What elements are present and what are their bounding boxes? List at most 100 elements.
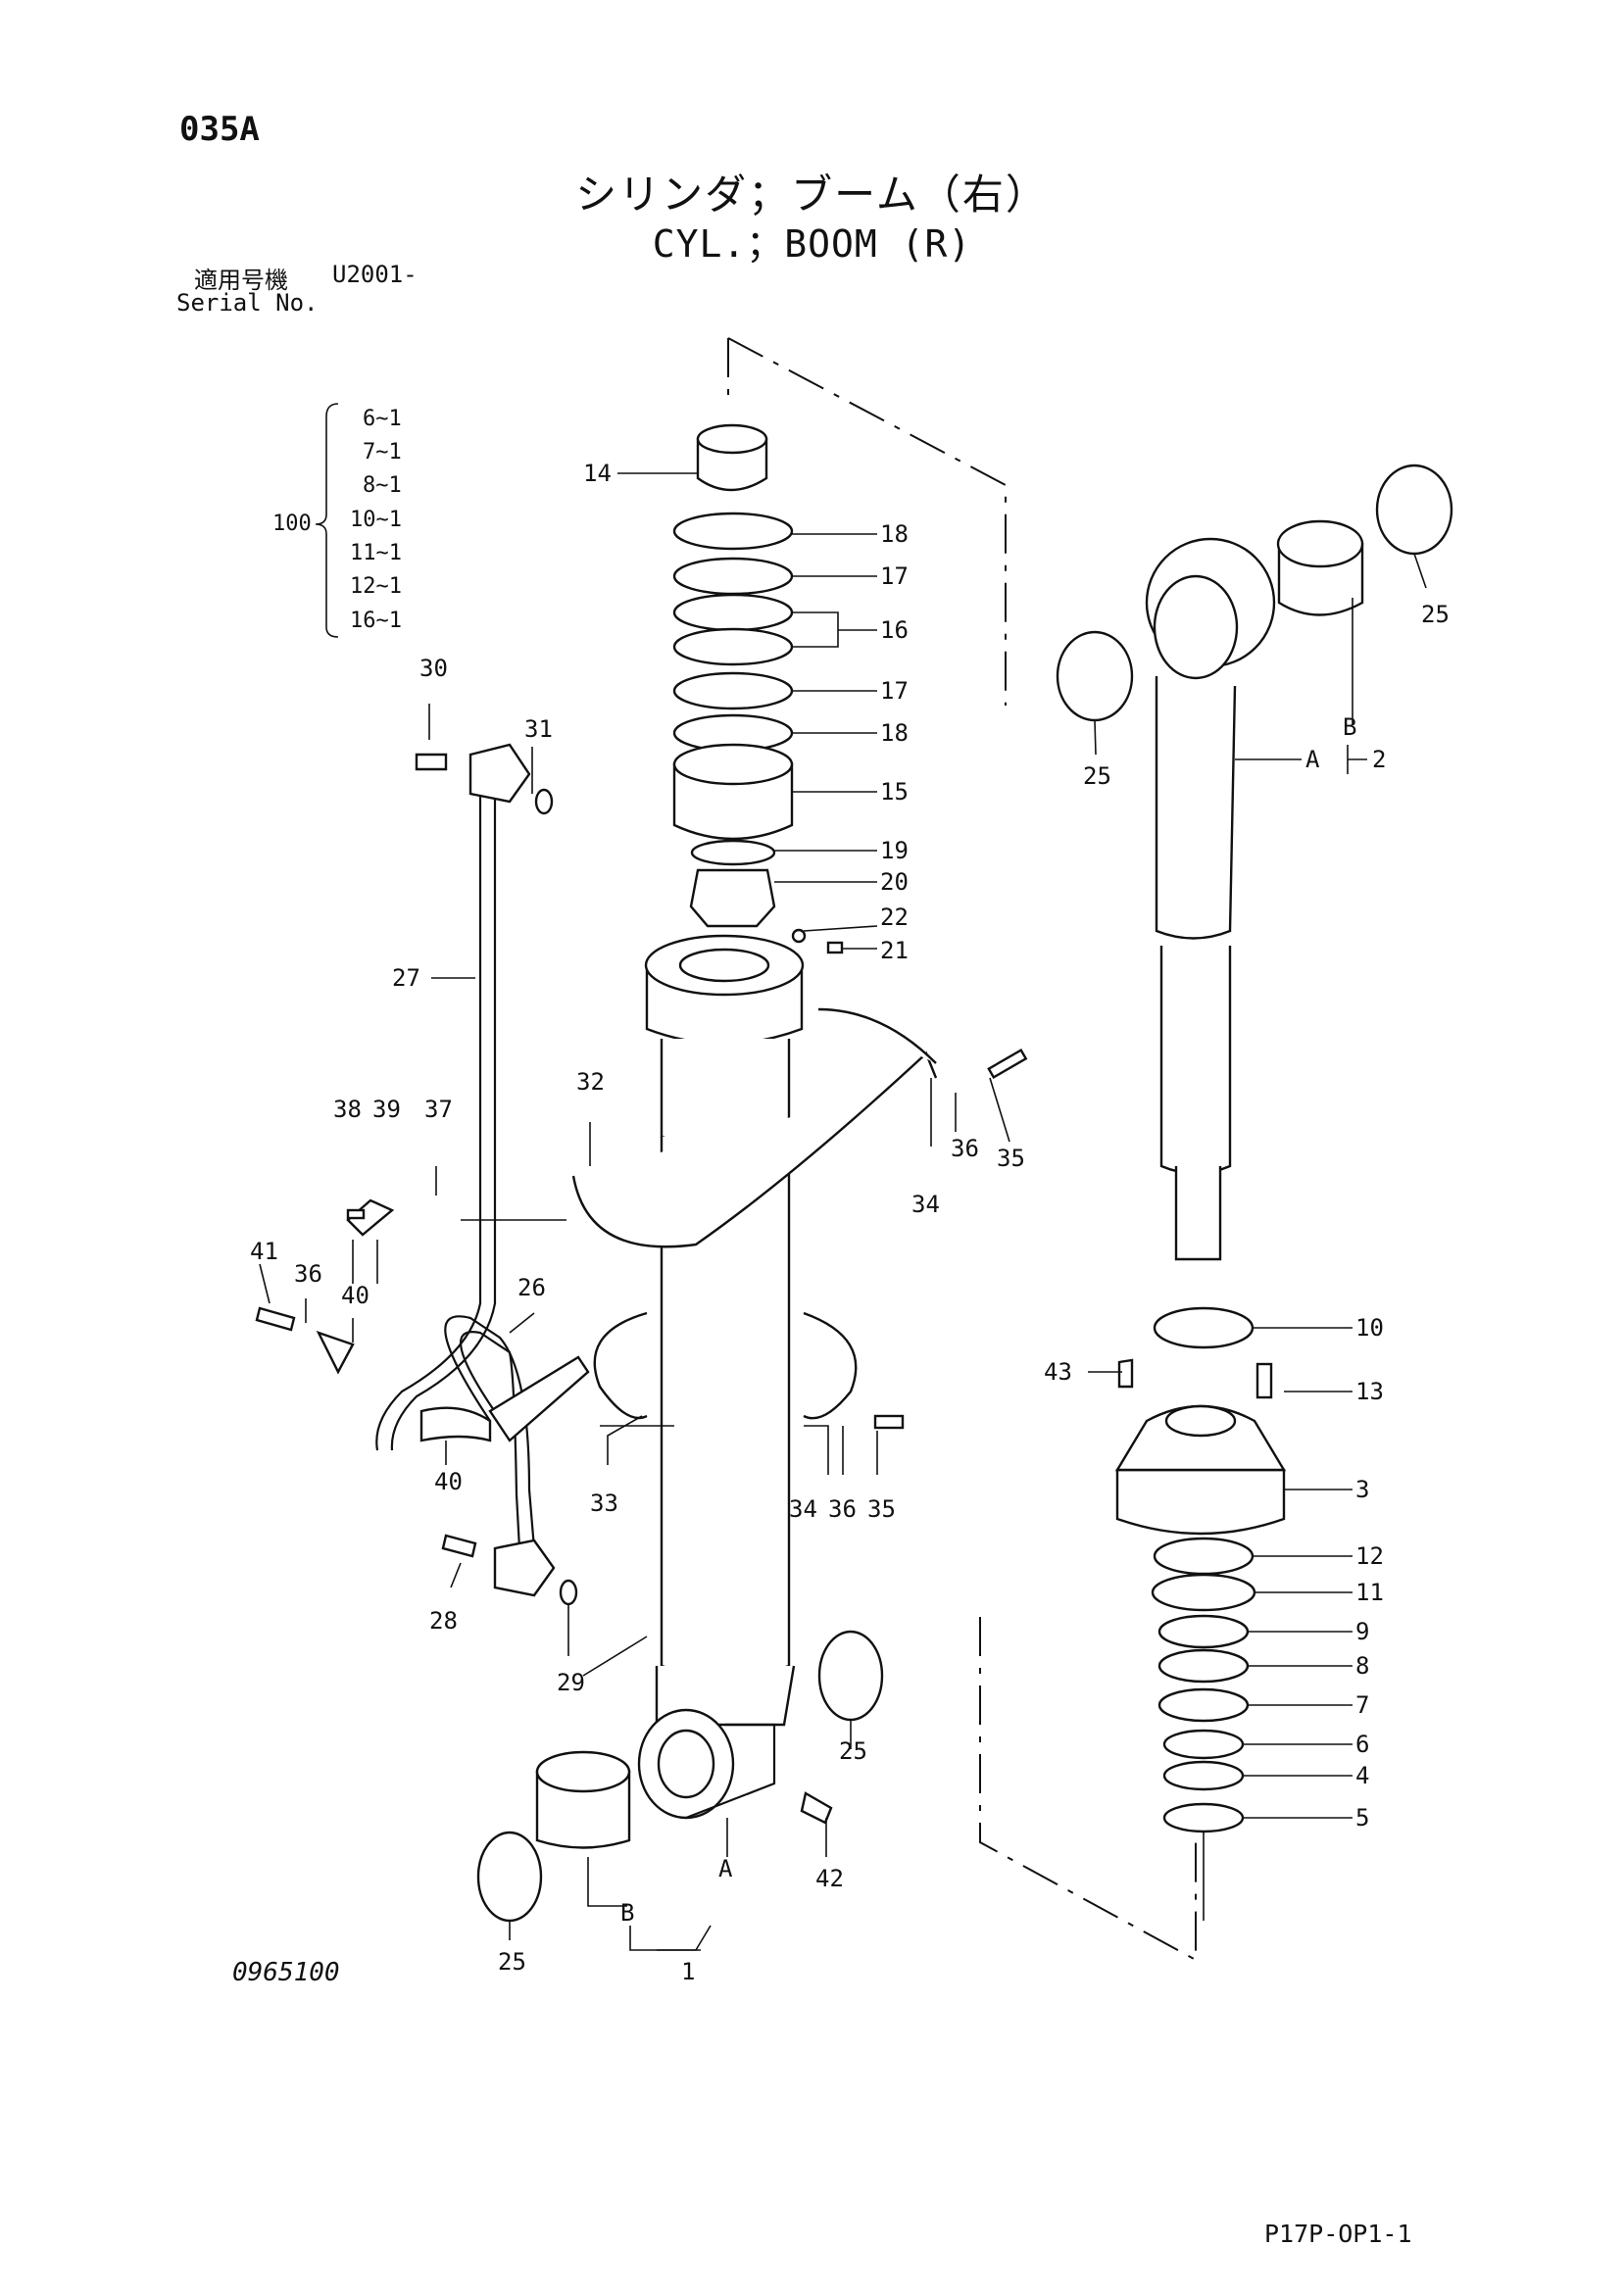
callout-21: 21 [880, 937, 909, 964]
kit-item: 7~1 [363, 440, 402, 464]
kit-item: 11~1 [350, 541, 402, 565]
callout-3: 3 [1355, 1476, 1369, 1503]
pipe-27 [375, 774, 482, 1451]
callout-25: 25 [839, 1737, 867, 1765]
callout-19: 19 [880, 837, 909, 864]
seal-ring [1375, 464, 1453, 556]
callout-22: 22 [880, 904, 909, 931]
callout-10: 10 [1355, 1314, 1384, 1342]
callout-15: 15 [880, 778, 909, 806]
ring-lower [1157, 1648, 1250, 1684]
rod-eye-bore [1153, 574, 1239, 680]
title-japanese: シリンダ；ブーム（右） [575, 171, 1049, 219]
bracket-part [488, 1355, 590, 1442]
bolt-part [255, 1306, 296, 1332]
kit-item: 16~1 [350, 609, 402, 633]
ring-part [672, 512, 794, 551]
callout-4: 4 [1355, 1762, 1369, 1789]
grease-fitting [800, 1791, 833, 1825]
piston-part [672, 743, 794, 786]
callout-1: 1 [681, 1958, 695, 1985]
guide-line [727, 337, 1007, 706]
serial-label-jp: 適用号機 [194, 267, 288, 294]
bushing-part [696, 423, 768, 455]
callout-6: 6 [1355, 1731, 1369, 1758]
rod-lower [1159, 946, 1232, 1175]
callout-34: 34 [911, 1191, 940, 1218]
upper-clamp [571, 1050, 938, 1248]
stay-part [346, 1198, 395, 1237]
callout-37: 37 [424, 1096, 453, 1123]
callout-26: 26 [517, 1274, 546, 1301]
page-code: 035A [179, 110, 260, 149]
dust-seal [1153, 1306, 1255, 1349]
callout-36: 36 [828, 1495, 857, 1523]
callout-42: 42 [815, 1865, 844, 1892]
callout-9: 9 [1355, 1618, 1369, 1645]
cylinder-head-bore [678, 948, 770, 983]
rod-assembly [1056, 464, 1453, 1833]
screw-part [826, 941, 844, 954]
callout-11: 11 [1355, 1579, 1384, 1606]
callout-30: 30 [419, 655, 448, 682]
callout-36: 36 [951, 1135, 979, 1162]
kit-item: 6~1 [363, 407, 402, 431]
callout-41: 41 [250, 1238, 278, 1265]
ring-lower [1162, 1802, 1245, 1833]
ring-part [672, 671, 794, 710]
callout-14: 14 [583, 460, 612, 487]
rod-cover-bore [1164, 1404, 1237, 1438]
callout-13: 13 [1355, 1378, 1384, 1405]
callout-A: A [1305, 746, 1320, 773]
callout-A: A [718, 1855, 733, 1882]
clip-part [419, 1406, 492, 1442]
seal-ring [476, 1831, 543, 1923]
seal-ring [817, 1630, 884, 1722]
callout-8: 8 [1355, 1652, 1369, 1680]
callout-B: B [620, 1899, 634, 1927]
lower-clamp [593, 1311, 648, 1420]
callout-34: 34 [789, 1495, 817, 1523]
rod-cover [1115, 1468, 1286, 1536]
kit-item: 8~1 [363, 473, 402, 498]
pipe-27 [390, 774, 497, 1451]
nut-part [689, 868, 776, 928]
kit-item: 10~1 [350, 508, 402, 532]
socket-bolt [1255, 1362, 1273, 1399]
callout-20: 20 [880, 868, 909, 896]
callout-27: 27 [392, 964, 420, 992]
callout-33: 33 [590, 1490, 618, 1517]
bolt-part [873, 1414, 905, 1430]
pipe-26 [444, 1315, 536, 1549]
ring-lower [1157, 1614, 1250, 1649]
bushing-lower [535, 1770, 631, 1849]
piston-part [672, 762, 794, 841]
callout-18: 18 [880, 520, 909, 548]
callout-40: 40 [341, 1282, 369, 1309]
ring-lower [1162, 1760, 1245, 1791]
rod-thread [1174, 1166, 1222, 1261]
callout-B: B [1343, 713, 1356, 741]
lower-clamp [803, 1311, 858, 1420]
ring-part [672, 557, 794, 596]
o-ring-part [559, 1579, 578, 1606]
callout-38: 38 [333, 1096, 362, 1123]
ring-part [672, 627, 794, 666]
ring-lower [1151, 1573, 1256, 1612]
sheet-code: P17P-OP1-1 [1264, 2220, 1412, 2248]
bolt-part [987, 1049, 1028, 1079]
callout-40: 40 [434, 1468, 463, 1495]
callout-16: 16 [880, 616, 909, 644]
bolt-part [415, 753, 448, 771]
pipe-flange [493, 1539, 556, 1597]
kit-brace [315, 403, 339, 638]
serial-value: U2001- [332, 261, 418, 288]
upper-clamp [817, 1007, 937, 1064]
pipe-flange [468, 743, 531, 804]
callout-17: 17 [880, 677, 909, 705]
callout-5: 5 [1355, 1804, 1369, 1832]
o-ring-part [534, 788, 554, 815]
bushing-right [1276, 519, 1364, 568]
ring-lower [1162, 1729, 1245, 1760]
